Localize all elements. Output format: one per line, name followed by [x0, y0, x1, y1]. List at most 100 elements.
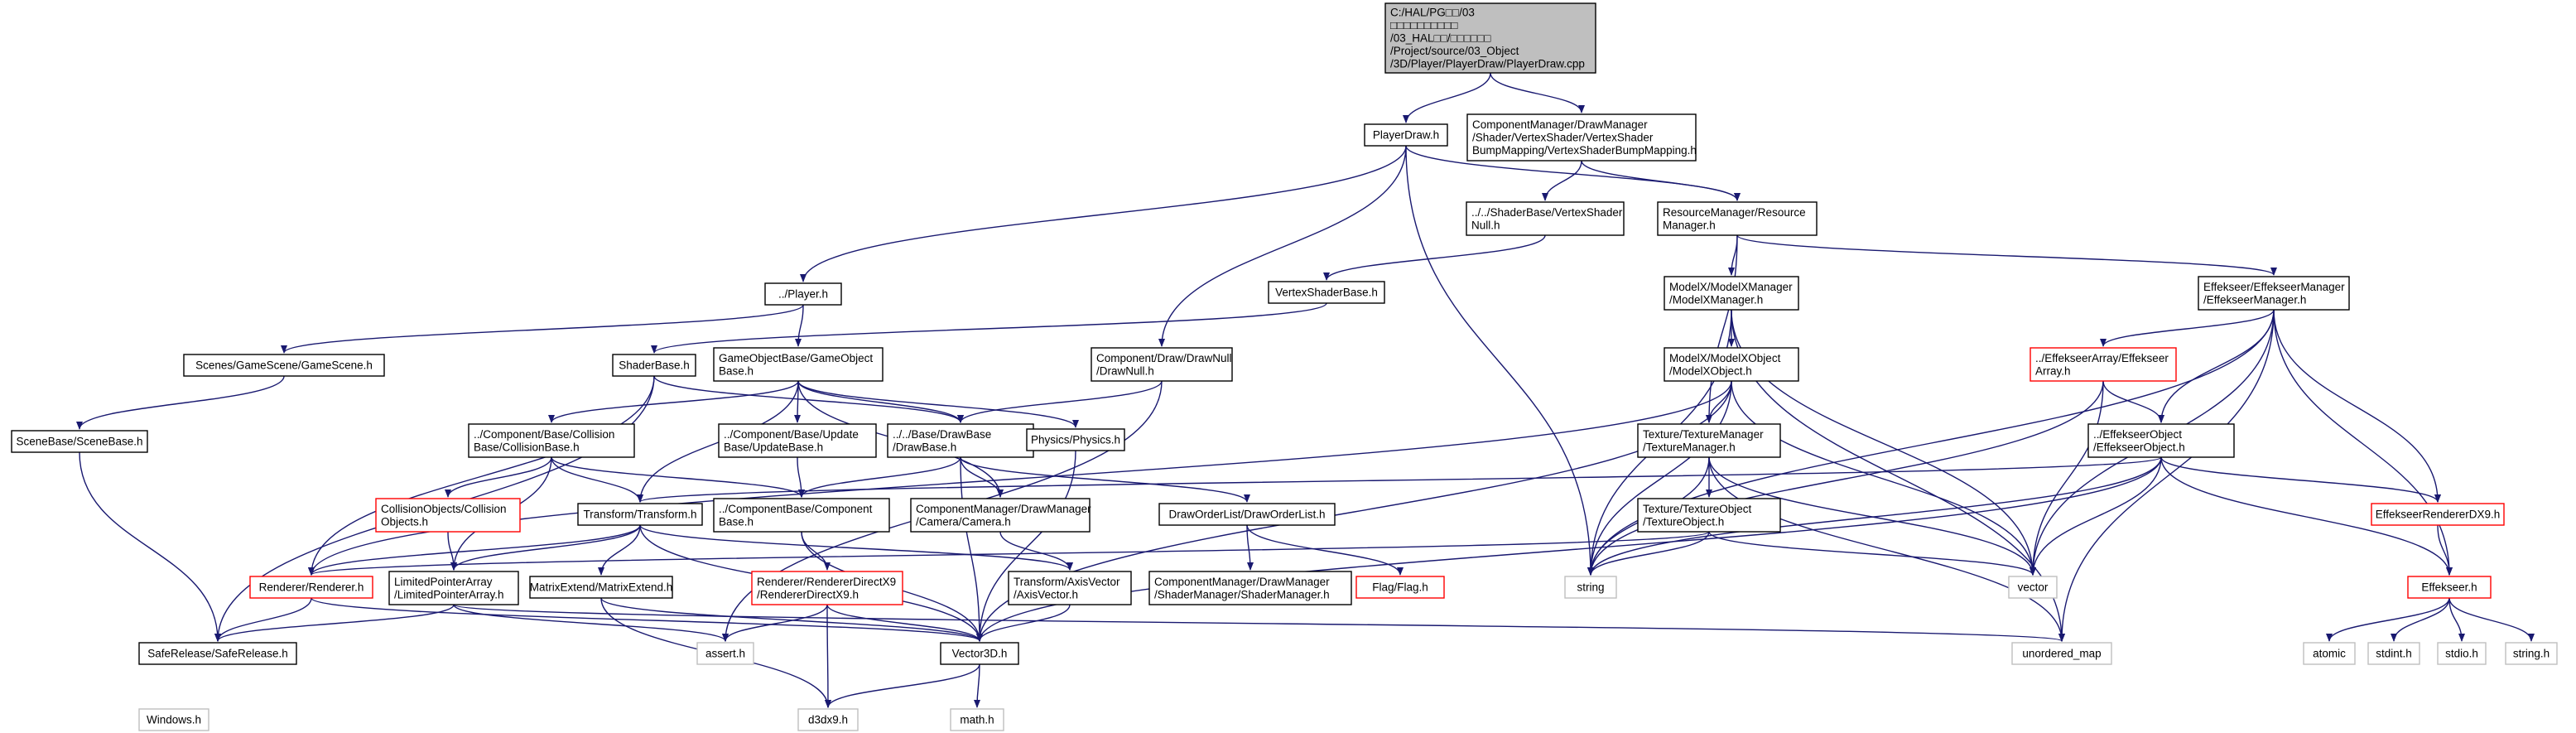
node-label: /Project/source/03_Object [1390, 45, 1519, 57]
node-label: GameObjectBase/GameObject [719, 352, 873, 364]
include-edge-resmgr-to-effmgr [1736, 234, 2277, 276]
node-box [1384, 2, 1596, 74]
node-box [11, 430, 148, 453]
include-edge-effekseer-to-stdio [2448, 597, 2465, 642]
include-edge-shaderbase-to-renderer [308, 375, 655, 576]
include-edge-rdx9-to-assert [722, 604, 828, 642]
node-effobj[interactable]: ../EffekseerObject/EffekseerObject.h [2087, 423, 2235, 458]
node-rdx9[interactable]: Renderer/RendererDirectX9/RendererDirect… [751, 571, 903, 605]
node-label: Base/UpdateBase.h [724, 441, 823, 453]
node-matrixext[interactable]: MatrixExtend/MatrixExtend.h [529, 576, 673, 599]
node-flag[interactable]: Flag/Flag.h [1355, 576, 1445, 599]
include-edge-effarray-to-vector [2030, 380, 2104, 576]
include-edge-vsbase-to-shaderbase [651, 302, 1327, 354]
node-vector3d[interactable]: Vector3D.h [940, 642, 1019, 665]
include-edge-resmgr-to-texmgr [1706, 234, 1738, 423]
node-label: /ModelXManager.h [1669, 293, 1763, 306]
include-edge-transform-to-axisvec [639, 524, 1073, 571]
node-camera[interactable]: ComponentManager/DrawManager/Camera/Came… [910, 498, 1091, 533]
node-vector: vector [2008, 576, 2058, 599]
include-edge-playerdraw-to-string [1405, 145, 1594, 576]
node-label: /TextureManager.h [1643, 441, 1736, 453]
include-edge-rdx9-to-vector3d [826, 604, 983, 642]
node-player[interactable]: ../Player.h [764, 282, 842, 306]
node-effmgr[interactable]: Effekseer/EffekseerManager/EffekseerMana… [2198, 276, 2350, 311]
include-edge-lparray-to-saferelease [214, 604, 455, 642]
node-gamescene[interactable]: Scenes/GameScene/GameScene.h [183, 354, 385, 377]
node-effarray[interactable]: ../EffekseerArray/EffekseerArray.h [2030, 347, 2177, 382]
node-resmgr[interactable]: ResourceManager/ResourceManager.h [1657, 201, 1818, 236]
node-scenebase[interactable]: SceneBase/SceneBase.h [11, 430, 148, 453]
node-playerdraw[interactable]: PlayerDraw.h [1364, 123, 1448, 147]
include-edge-modelxobj-to-texmgr [1706, 380, 1732, 423]
include-edge-player-to-gameobjbase [795, 304, 804, 347]
node-vsbase[interactable]: VertexShaderBase.h [1268, 281, 1385, 304]
include-edge-vector3d-to-d3dx9 [825, 663, 980, 708]
node-box [2008, 576, 2058, 599]
node-label: /EffekseerObject.h [2093, 441, 2185, 453]
node-label: BumpMapping/VertexShaderBumpMapping.h [1472, 144, 1697, 157]
node-texobj[interactable]: Texture/TextureObject/TextureObject.h [1637, 498, 1781, 533]
node-label: ../Component/Base/Update [724, 428, 859, 441]
node-assert: assert.h [696, 642, 754, 665]
node-collobjs[interactable]: CollisionObjects/CollisionObjects.h [375, 498, 521, 533]
node-compbase[interactable]: ../ComponentBase/ComponentBase.h [713, 498, 890, 533]
node-transform[interactable]: Transform/Transform.h [577, 503, 703, 526]
node-draworderlist[interactable]: DrawOrderList/DrawOrderList.h [1158, 503, 1336, 526]
node-label: ResourceManager/Resource [1663, 206, 1806, 219]
node-box [887, 423, 1034, 458]
node-label: ../Player.h [778, 288, 828, 301]
node-box [577, 503, 703, 526]
include-edge-root-to-playerdraw [1403, 72, 1491, 123]
node-label: Effekseer.h [2421, 581, 2477, 594]
node-box [1637, 498, 1781, 533]
node-label: string [1577, 581, 1604, 594]
node-collbase[interactable]: ../Component/Base/CollisionBase/Collisio… [468, 423, 635, 458]
node-updatebase[interactable]: ../Component/Base/UpdateBase/UpdateBase.… [718, 423, 877, 458]
node-label: /Shader/VertexShader/VertexShader [1472, 132, 1654, 144]
node-box [138, 642, 297, 665]
node-box [1637, 423, 1781, 458]
node-label: ModelX/ModelXObject [1669, 352, 1781, 364]
node-modelxobj[interactable]: ModelX/ModelXObject/ModelXObject.h [1664, 347, 1799, 382]
node-effrenderer[interactable]: EffekseerRendererDX9.h [2371, 503, 2505, 526]
include-edge-draworderlist-to-shadermgr [1246, 524, 1254, 571]
include-edge-playerdraw-to-drawnull [1158, 145, 1407, 347]
include-edge-effobj-to-vector [2030, 456, 2162, 576]
node-label: SafeRelease/SafeRelease.h [147, 648, 288, 660]
node-label: DrawOrderList/DrawOrderList.h [1168, 509, 1325, 521]
include-edge-drawbase-to-vector3d [960, 456, 983, 642]
node-renderer[interactable]: Renderer/Renderer.h [249, 576, 373, 599]
node-shadermgr[interactable]: ComponentManager/DrawManager/ShaderManag… [1148, 571, 1352, 605]
node-texmgr[interactable]: Texture/TextureManager/TextureManager.h [1637, 423, 1781, 458]
node-label: /RendererDirectX9.h [757, 588, 859, 600]
include-edge-collbase-to-collobjs [445, 456, 552, 498]
node-box [1008, 571, 1132, 605]
node-box [183, 354, 385, 377]
node-gameobjbase[interactable]: GameObjectBase/GameObjectBase.h [713, 347, 884, 382]
node-effekseer[interactable]: Effekseer.h [2407, 576, 2492, 599]
node-label: EffekseerRendererDX9.h [2376, 509, 2501, 521]
include-edge-matrixext-to-vector3d [600, 597, 983, 642]
node-box [468, 423, 635, 458]
node-box [1664, 276, 1799, 311]
node-label: unordered_map [2022, 648, 2101, 660]
node-drawnull[interactable]: Component/Draw/DrawNull/DrawNull.h [1091, 347, 1233, 382]
node-label: ComponentManager/DrawManager [1472, 118, 1648, 131]
node-vsbump[interactable]: ComponentManager/DrawManager/Shader/Vert… [1466, 113, 1697, 162]
node-box [2198, 276, 2350, 311]
node-box [375, 498, 521, 533]
node-lparray[interactable]: LimitedPointerArray/LimitedPointerArray.… [388, 571, 519, 605]
node-box [612, 354, 696, 377]
node-modelxmgr[interactable]: ModelX/ModelXManager/ModelXManager.h [1664, 276, 1799, 311]
node-label: Base/CollisionBase.h [474, 441, 580, 453]
node-physics[interactable]: Physics/Physics.h [1026, 428, 1125, 451]
node-drawbase[interactable]: ../../Base/DrawBase/DrawBase.h [887, 423, 1034, 458]
node-saferelease[interactable]: SafeRelease/SafeRelease.h [138, 642, 297, 665]
node-label: VertexShaderBase.h [1275, 287, 1378, 299]
node-shaderbase[interactable]: ShaderBase.h [612, 354, 696, 377]
node-axisvec[interactable]: Transform/AxisVector/AxisVector.h [1008, 571, 1132, 605]
node-label: Base.h [719, 515, 754, 528]
